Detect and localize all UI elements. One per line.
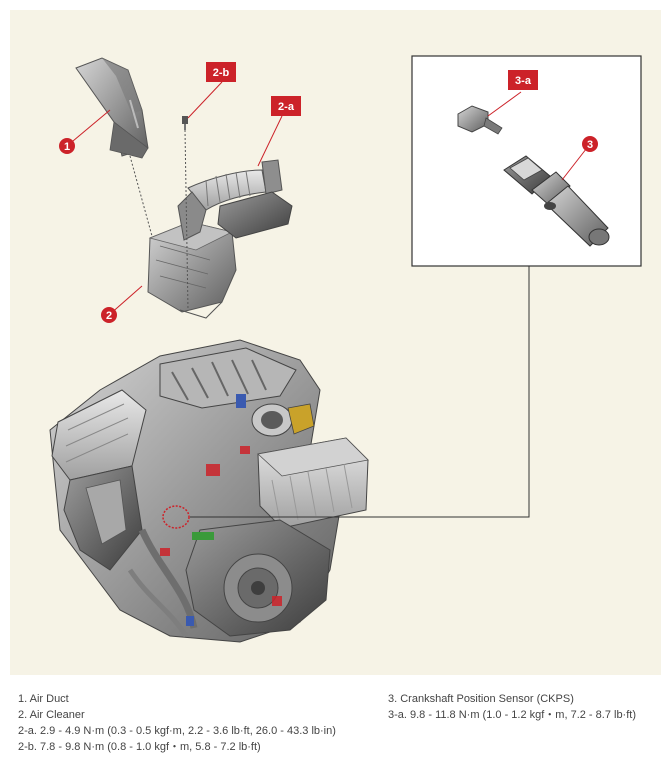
leader-2b (187, 81, 223, 119)
assembly-lines (129, 129, 189, 311)
svg-text:1: 1 (64, 141, 70, 153)
ckps-location-marker (162, 266, 530, 529)
svg-text:3-a: 3-a (515, 75, 532, 87)
engine-assembly (49, 339, 369, 643)
svg-text:2-b: 2-b (213, 67, 230, 79)
legend-item-torque-3a: 3-a. 9.8 - 11.8 N·m (1.0 - 1.2 kgf・m, 7.… (388, 709, 636, 721)
svg-text:2-a: 2-a (278, 101, 295, 113)
figure-panel: 1 2 2-a 2-b 3-a 3 (10, 10, 661, 675)
legend-item-torque-2b: 2-b. 7.8 - 9.8 N·m (0.8 - 1.0 kgf・m, 5.8… (18, 741, 261, 753)
bolt-2b-part (182, 116, 188, 130)
leader-3a (487, 91, 522, 117)
crankshaft-sensor-part (503, 155, 610, 247)
callout-2: 2 (101, 307, 117, 323)
callout-3a: 3-a (508, 70, 538, 90)
leader-1 (66, 109, 111, 147)
legend-item-ckps: 3. Crankshaft Position Sensor (CKPS) (388, 693, 574, 705)
callout-2b: 2-b (206, 62, 236, 82)
exploded-diagram: 1 2 2-a 2-b 3-a 3 (49, 55, 642, 643)
svg-text:2: 2 (106, 310, 112, 322)
bolt-3a-part (457, 105, 503, 135)
air-duct-part (75, 57, 149, 159)
legend-column-left: 1. Air Duct 2. Air Cleaner 2-a. 2.9 - 4.… (18, 691, 336, 755)
svg-text:3: 3 (587, 139, 593, 151)
callout-2a: 2-a (271, 96, 301, 116)
callout-3: 3 (582, 136, 598, 152)
callout-1: 1 (59, 138, 75, 154)
air-cleaner-part (147, 159, 293, 319)
legend-item-air-cleaner: 2. Air Cleaner (18, 709, 85, 721)
legend-column-right: 3. Crankshaft Position Sensor (CKPS) 3-a… (388, 691, 636, 723)
legend-item-torque-2a: 2-a. 2.9 - 4.9 N·m (0.3 - 0.5 kgf·m, 2.2… (18, 725, 336, 737)
leader-2a (257, 115, 283, 167)
legend-item-air-duct: 1. Air Duct (18, 693, 69, 705)
